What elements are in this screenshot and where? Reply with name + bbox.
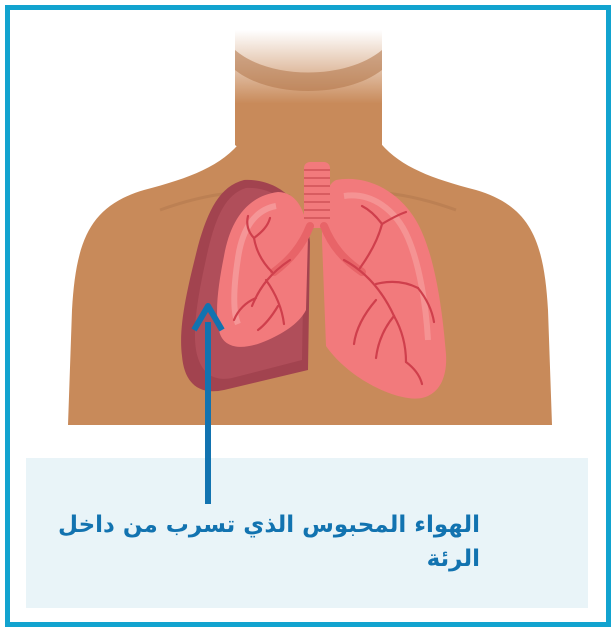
caption-label: الهواء المحبوس الذي تسرب من داخل الرئة (50, 508, 480, 576)
figure-frame: الهواء المحبوس الذي تسرب من داخل الرئة (5, 5, 611, 627)
neck (235, 30, 382, 164)
